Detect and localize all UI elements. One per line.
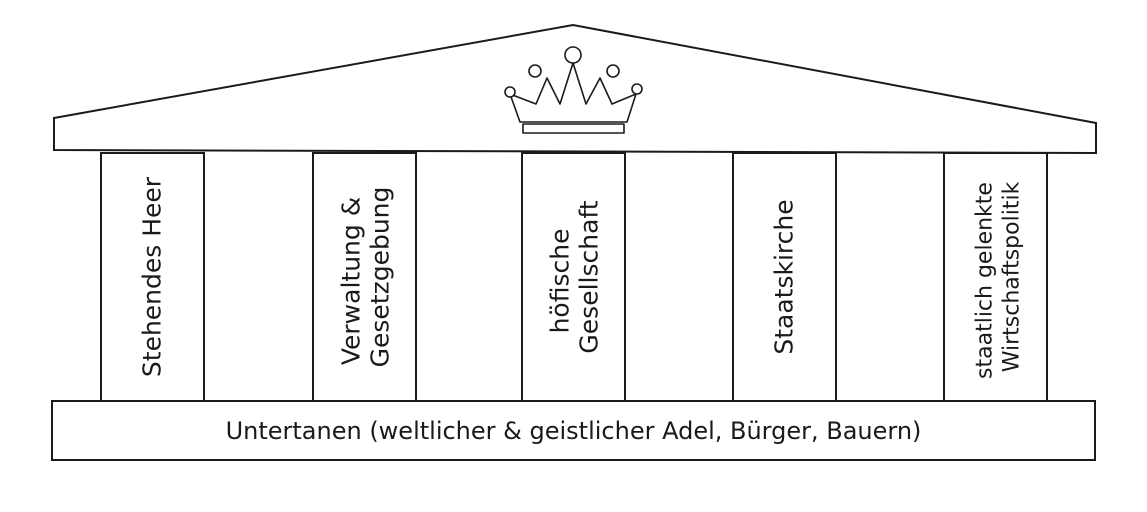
pillar-label: Stehendes Heer bbox=[138, 176, 167, 377]
pillar-wirtschaftspolitik: staatlich gelenkte Wirtschaftspolitik bbox=[943, 152, 1048, 402]
roof bbox=[53, 23, 1097, 155]
pillar-hoefische-gesellschaft: höfische Gesellschaft bbox=[521, 152, 626, 402]
crown-icon bbox=[504, 46, 643, 134]
base-label: Untertanen (weltlicher & geistlicher Ade… bbox=[226, 417, 922, 445]
pillar-stehendes-heer: Stehendes Heer bbox=[100, 152, 205, 402]
pillar-staatskirche: Staatskirche bbox=[732, 152, 837, 402]
pillar-label: höfische Gesellschaft bbox=[546, 200, 604, 353]
base-block bbox=[51, 400, 1096, 461]
pillar-label: Verwaltung & Gesetzgebung bbox=[337, 187, 395, 368]
pillars: Stehendes Heer Verwaltung & Gesetzgebung… bbox=[100, 152, 1048, 402]
pillar-label: staatlich gelenkte Wirtschaftspolitik bbox=[973, 175, 1025, 379]
pillar-label: Staatskirche bbox=[770, 199, 799, 354]
pillar-verwaltung-gesetzgebung: Verwaltung & Gesetzgebung bbox=[312, 152, 417, 402]
base: Untertanen (weltlicher & geistlicher Ade… bbox=[51, 400, 1096, 461]
roof-pediment bbox=[53, 23, 1097, 155]
